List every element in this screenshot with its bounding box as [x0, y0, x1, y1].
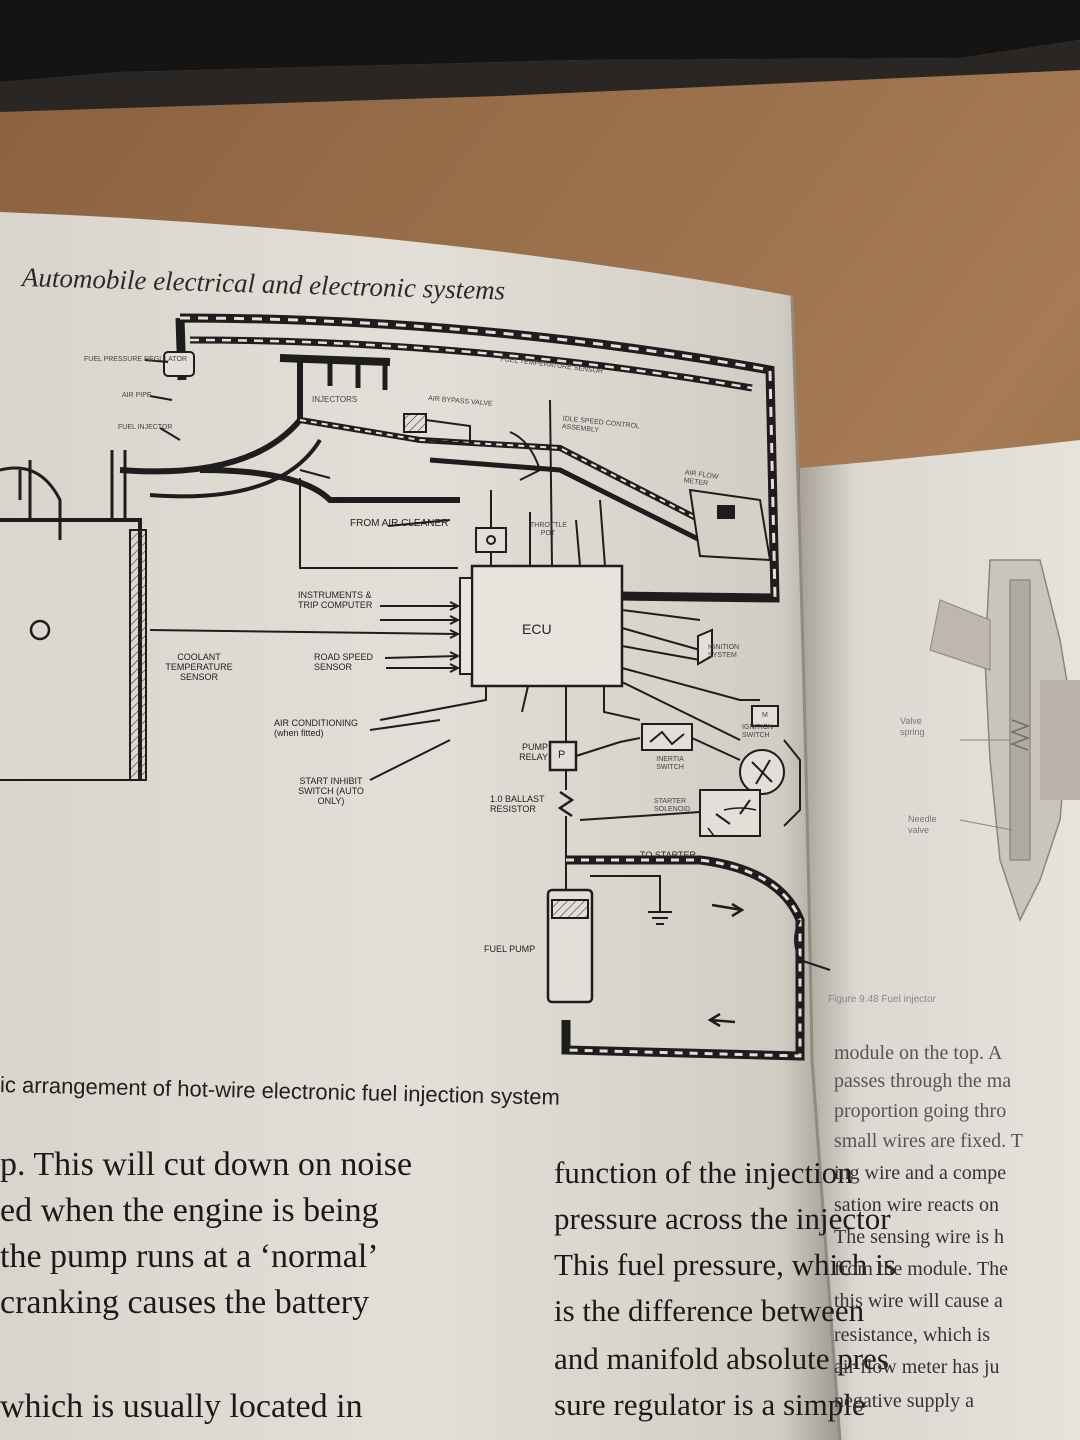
- label-needle-valve: Needle valve: [908, 814, 937, 835]
- label-from-air-cleaner: FROM AIR CLEANER: [350, 518, 449, 529]
- label-ballast-resistor: 1.0 BALLAST RESISTOR: [490, 794, 545, 814]
- right-text-line-11: air flow meter has ju: [834, 1356, 1000, 1378]
- mid-text-line-5: and manifold absolute pres: [554, 1341, 889, 1376]
- left-text-line-5: which is usually located in: [0, 1388, 363, 1425]
- label-throttle-pot: THROTTLE POT: [530, 522, 567, 537]
- left-text-line-2: ed when the engine is being: [0, 1192, 379, 1229]
- right-text-line-5: ing wire and a compe: [834, 1162, 1007, 1184]
- label-air-pipe: AIR PIPE: [122, 392, 152, 399]
- label-instruments: INSTRUMENTS & TRIP COMPUTER: [298, 590, 373, 610]
- right-text-line-8: from the module. The: [834, 1258, 1009, 1280]
- right-text-line-6: sation wire reacts on: [834, 1194, 999, 1216]
- label-ignition-switch: IGNITION SWITCH: [742, 724, 774, 739]
- label-road-speed-sensor: ROAD SPEED SENSOR: [314, 652, 374, 672]
- label-starter-solenoid: STARTER SOLENOID: [654, 798, 691, 813]
- right-text-line-3: proportion going thro: [834, 1100, 1007, 1122]
- right-text-line-1: module on the top. A: [834, 1042, 1003, 1064]
- label-fuel-pressure-regulator: FUEL PRESSURE REGULATOR: [84, 356, 187, 363]
- mid-text-line-3: This fuel pressure, which is: [554, 1247, 896, 1282]
- right-text-line-7: The sensing wire is h: [834, 1226, 1004, 1248]
- mid-text-line-1: function of the injection: [554, 1155, 853, 1190]
- right-text-line-9: this wire will cause a: [834, 1290, 1003, 1312]
- label-injectors: INJECTORS: [312, 395, 358, 404]
- fuel-injection-diagram: [0, 313, 831, 1061]
- label-air-conditioning: AIR CONDITIONING (when fitted): [274, 718, 359, 738]
- mid-text-line-6: sure regulator is a simple: [554, 1387, 866, 1422]
- label-battery-m: M: [762, 712, 768, 719]
- left-text-line-4: cranking causes the battery: [0, 1284, 370, 1321]
- label-ignition-system: IGNITION SYSTEM: [708, 644, 740, 659]
- left-page: [0, 212, 840, 1440]
- fuel-injector-illustration: [929, 559, 1080, 922]
- label-coolant-sensor: COOLANT TEMPERATURE SENSOR: [165, 652, 233, 682]
- label-pump-relay: PUMP RELAY: [519, 742, 548, 762]
- label-relay-p: P: [558, 749, 566, 761]
- left-text-line-1: p. This will cut down on noise: [0, 1146, 413, 1183]
- label-fuel-pump: FUEL PUMP: [484, 944, 536, 954]
- label-to-starter: TO STARTER: [640, 850, 697, 860]
- right-text-line-12: negative supply a: [834, 1390, 974, 1412]
- side-figure-caption: Figure 9.48 Fuel injector: [828, 994, 936, 1005]
- label-inertia-switch: INERTIA SWITCH: [656, 756, 684, 771]
- mid-text-line-2: pressure across the injector: [554, 1201, 891, 1236]
- label-start-inhibit: START INHIBIT SWITCH (AUTO ONLY): [298, 776, 364, 806]
- right-text-line-10: resistance, which is: [834, 1324, 991, 1346]
- label-valve-spring: Valve spring: [900, 716, 925, 737]
- dark-object: [0, 0, 1080, 82]
- left-text-line-3: the pump runs at a ‘normal’: [0, 1238, 379, 1275]
- right-text-line-4: small wires are fixed. T: [834, 1130, 1024, 1152]
- right-text-line-2: passes through the ma: [834, 1070, 1012, 1092]
- label-ecu: ECU: [522, 621, 552, 637]
- label-fuel-injector: FUEL INJECTOR: [118, 424, 173, 431]
- mid-text-line-4: is the difference between: [554, 1293, 865, 1328]
